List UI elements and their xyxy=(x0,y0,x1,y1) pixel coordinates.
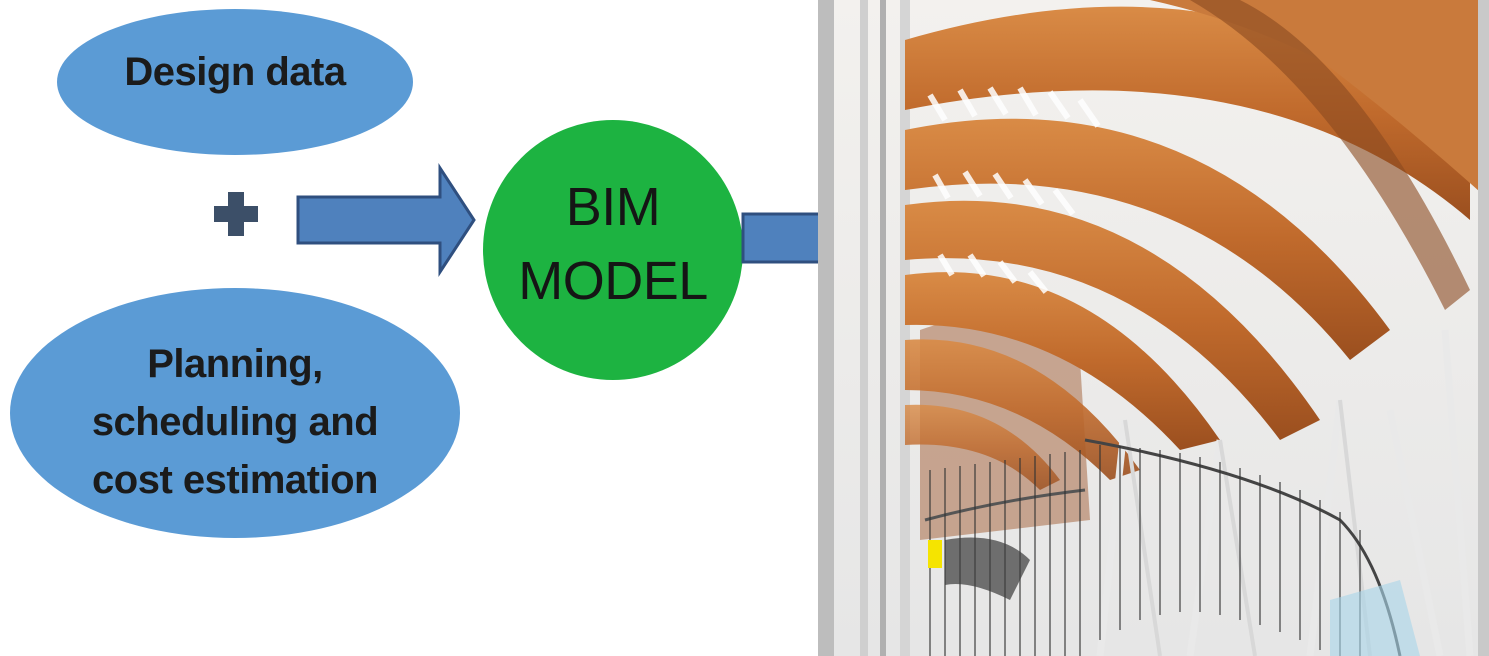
bim-model-node xyxy=(483,120,743,380)
planning-node xyxy=(10,288,460,538)
plus-icon xyxy=(214,192,258,236)
design-data-node xyxy=(57,9,413,155)
building-photo xyxy=(818,0,1489,656)
input-arrow xyxy=(296,162,476,278)
